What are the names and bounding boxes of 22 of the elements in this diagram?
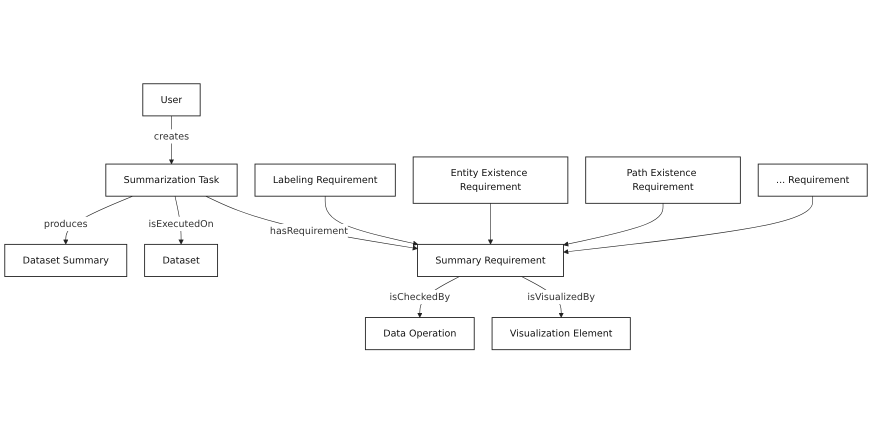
- edge-label: produces: [44, 218, 88, 229]
- arrow: [324, 196, 418, 246]
- node-box: Summary Requirement: [417, 244, 564, 277]
- node-box: Labeling Requirement: [254, 163, 396, 196]
- node-box: Summarization Task: [105, 163, 238, 196]
- node-box: Visualization Element: [492, 316, 631, 350]
- edge-label: creates: [154, 130, 190, 142]
- edge-label: isCheckedBy: [390, 290, 450, 302]
- node-box: Path Existence Requirement: [585, 156, 741, 204]
- arrow: [488, 202, 494, 244]
- arrow: [563, 202, 664, 246]
- arrow: [563, 196, 814, 254]
- node-box: Dataset: [144, 244, 218, 277]
- node-box: Entity Existence Requirement: [412, 156, 568, 204]
- node-box: Dataset Summary: [4, 244, 128, 277]
- edge-label: isVisualizedBy: [527, 290, 596, 302]
- edge-label: isExecutedOn: [148, 218, 214, 229]
- node-box: ... Requirement: [758, 163, 868, 196]
- node-box: User: [142, 83, 201, 116]
- node-box: Data Operation: [364, 316, 475, 350]
- edge-label: hasRequirement: [270, 224, 348, 236]
- arrow: [205, 196, 418, 250]
